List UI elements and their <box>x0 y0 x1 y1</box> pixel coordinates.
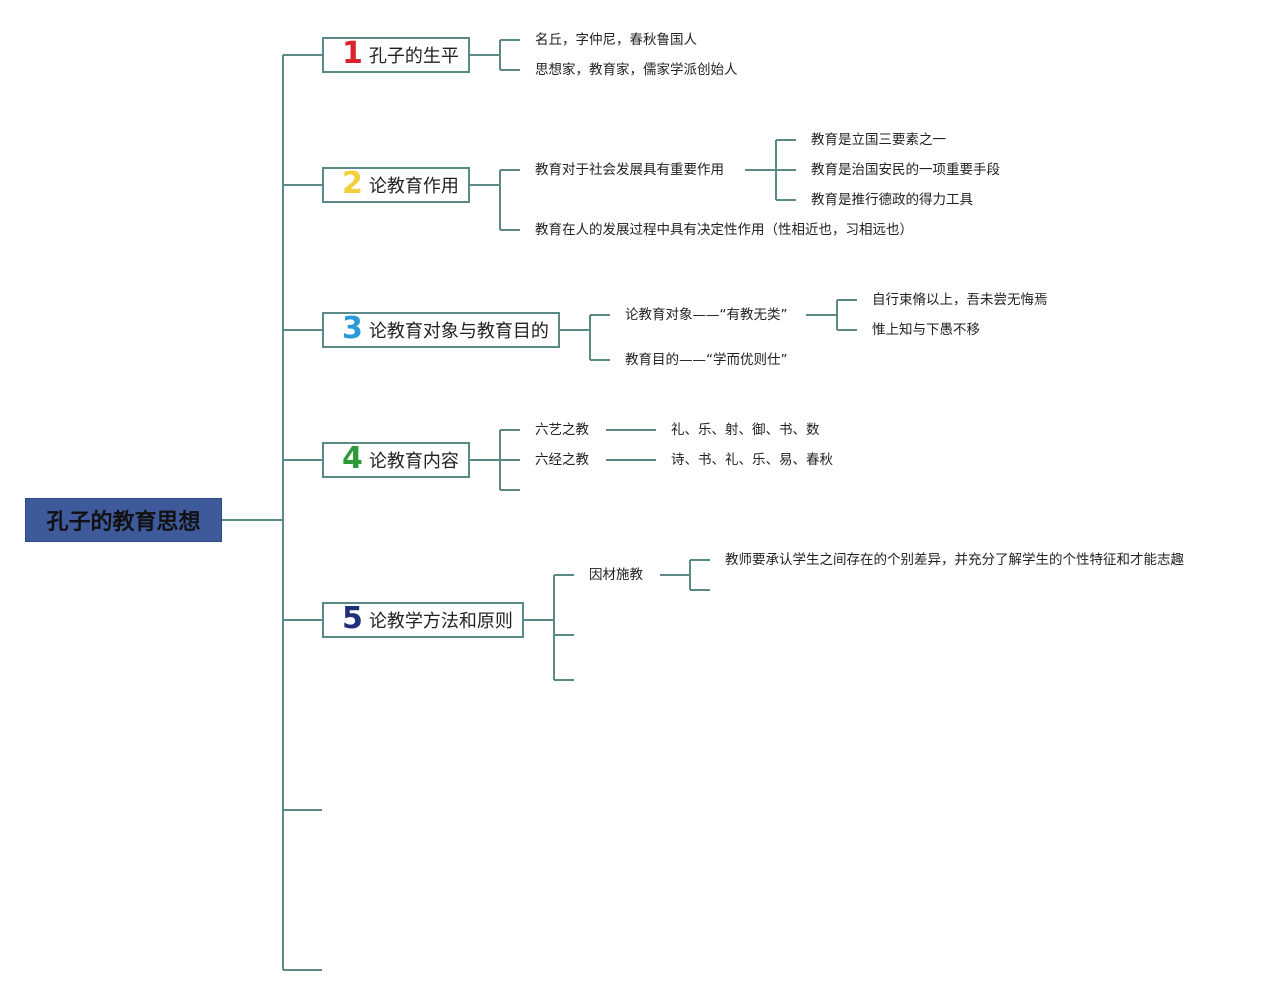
subtopic-2-1[interactable]: 教育对于社会发展具有重要作用 <box>535 162 724 178</box>
subtopic-5-1-1[interactable]: 教师要承认学生之间存在的个别差异，并充分了解学生的个性特征和才能志趣 <box>725 552 1184 568</box>
subtopic-3-2[interactable]: 教育目的——“学而优则仕” <box>625 352 788 368</box>
branch-label-4: 论教育内容 <box>368 451 459 472</box>
number-badge-2: 2 <box>342 166 363 201</box>
subtopic-2-1-1[interactable]: 教育是立国三要素之一 <box>811 132 946 148</box>
subtopic-3-1-1[interactable]: 自行束脩以上，吾未尝无悔焉 <box>872 292 1048 308</box>
branch-topic-4[interactable]: 4 论教育内容 <box>322 442 470 478</box>
subtopic-1-1[interactable]: 名丘，字仲尼，春秋鲁国人 <box>535 32 697 48</box>
subtopic-2-1-2[interactable]: 教育是治国安民的一项重要手段 <box>811 162 1000 178</box>
subtopic-4-2-1[interactable]: 诗、书、礼、乐、易、春秋 <box>671 452 833 468</box>
branch-label-3: 论教育对象与教育目的 <box>368 321 549 342</box>
subtopic-3-1[interactable]: 论教育对象——“有教无类” <box>625 307 788 323</box>
branch-label-1: 孔子的生平 <box>368 46 459 67</box>
root-topic[interactable]: 孔子的教育思想 <box>25 498 222 542</box>
number-badge-3: 3 <box>342 311 363 346</box>
branch-topic-3[interactable]: 3 论教育对象与教育目的 <box>322 312 560 348</box>
subtopic-5-1[interactable]: 因材施教 <box>589 567 643 583</box>
number-badge-4: 4 <box>342 441 363 476</box>
number-badge-1: 1 <box>342 36 363 71</box>
subtopic-3-1-2[interactable]: 惟上知与下愚不移 <box>872 322 980 338</box>
subtopic-1-2[interactable]: 思想家，教育家，儒家学派创始人 <box>535 62 738 78</box>
subtopic-2-1-3[interactable]: 教育是推行德政的得力工具 <box>811 192 973 208</box>
branch-topic-5[interactable]: 5 论教学方法和原则 <box>322 602 524 638</box>
subtopic-4-2[interactable]: 六经之教 <box>535 452 589 468</box>
root-topic-label: 孔子的教育思想 <box>46 510 201 535</box>
number-badge-5: 5 <box>342 601 363 636</box>
branch-topic-1[interactable]: 1 孔子的生平 <box>322 37 470 73</box>
branch-topic-2[interactable]: 2 论教育作用 <box>322 167 470 203</box>
subtopic-4-1[interactable]: 六艺之教 <box>535 422 589 438</box>
branch-label-2: 论教育作用 <box>368 176 459 197</box>
subtopic-2-2[interactable]: 教育在人的发展过程中具有决定性作用（性相近也，习相远也） <box>535 222 913 238</box>
subtopic-4-1-1[interactable]: 礼、乐、射、御、书、数 <box>671 422 820 438</box>
branch-label-5: 论教学方法和原则 <box>368 611 513 632</box>
